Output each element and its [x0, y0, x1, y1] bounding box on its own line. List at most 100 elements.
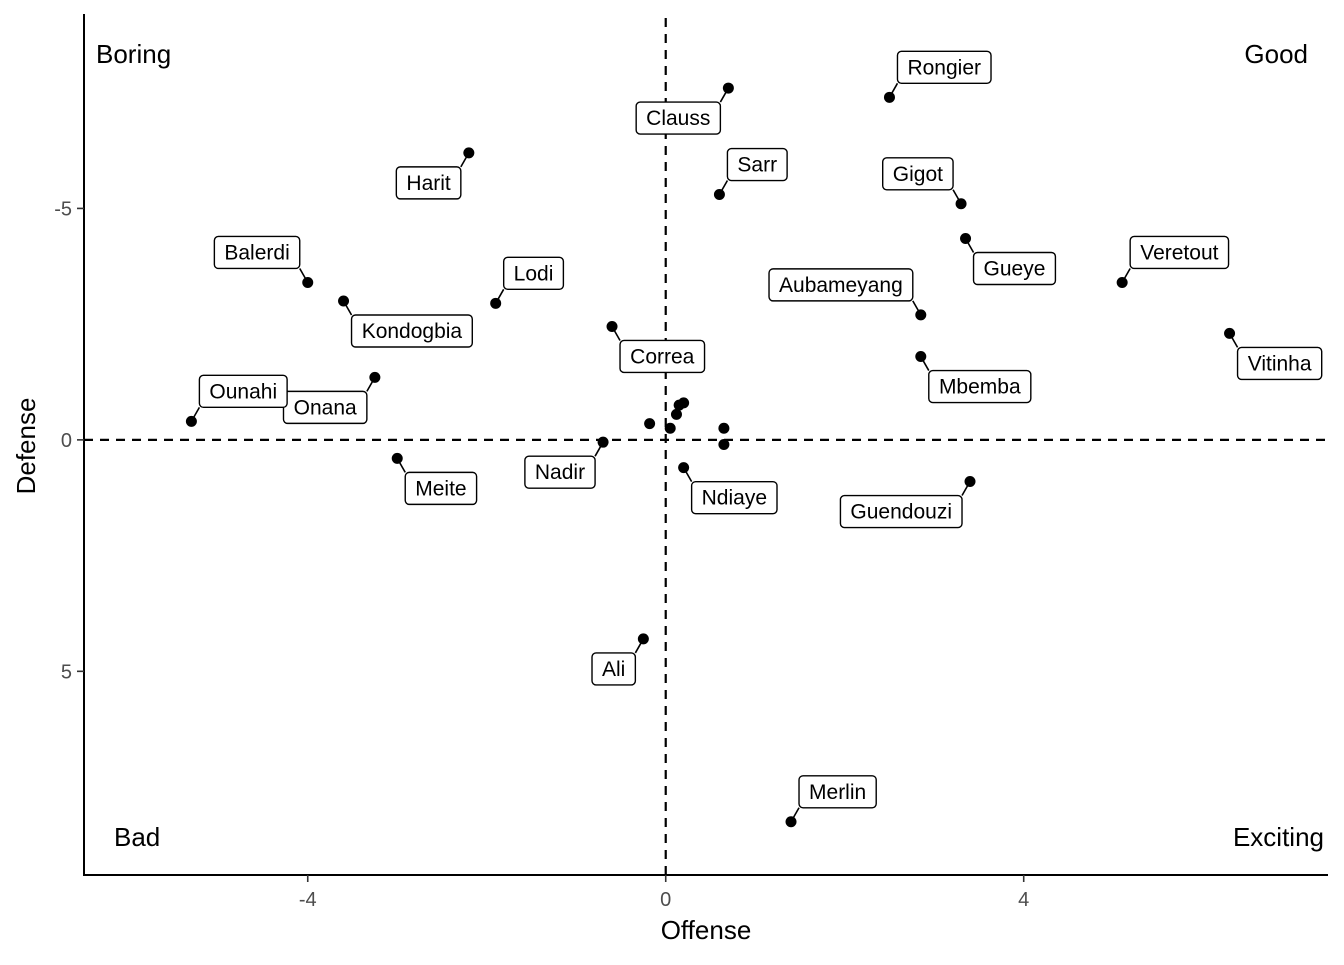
point-label-text: Merlin — [809, 781, 866, 804]
point-label-text: Ali — [602, 658, 625, 681]
point-label-text: Mbemba — [939, 376, 1021, 399]
point-label: Meite — [404, 471, 478, 506]
point-label-box — [768, 268, 914, 302]
point-label: Harit — [395, 166, 462, 200]
point-label-box — [896, 50, 992, 85]
point-label-text: Nadir — [535, 461, 585, 484]
x-tick-label: 4 — [1018, 889, 1029, 911]
label-connector — [611, 326, 621, 341]
point-label-text: Aubameyang — [779, 274, 903, 297]
label-connector — [964, 238, 975, 253]
point-label-text: Rongier — [907, 56, 981, 79]
label-connector — [494, 288, 505, 304]
label-connector — [718, 180, 729, 195]
point-label: Balerdi — [213, 235, 301, 270]
point-label-box — [635, 101, 722, 135]
point-label-box — [798, 775, 877, 809]
point-label-text: Veretout — [1140, 241, 1218, 264]
data-point — [718, 422, 730, 434]
point-label: Lodi — [502, 256, 565, 291]
data-point — [673, 399, 685, 411]
y-axis-title: Defense — [11, 398, 41, 495]
label-connector — [634, 638, 645, 654]
point-label-text: Guendouzi — [850, 501, 952, 524]
point-label-text: Gueye — [984, 258, 1046, 281]
point-label-box — [213, 235, 301, 270]
point-label-box — [928, 369, 1032, 404]
point-label: Veretout — [1129, 235, 1230, 270]
point-label-text: Vitinha — [1248, 352, 1312, 375]
label-connector — [190, 406, 201, 422]
data-point — [644, 418, 656, 430]
x-tick-label: -4 — [299, 889, 317, 911]
quadrant-label-top-left: Boring — [96, 39, 171, 69]
point-label: Clauss — [635, 101, 722, 135]
point-label-text: Onana — [294, 396, 357, 419]
point-label-text: Clauss — [646, 107, 710, 130]
label-connector — [396, 457, 406, 473]
point-label: Nadir — [524, 455, 596, 489]
quadrant-label-top-right: Good — [1244, 39, 1308, 69]
label-connector — [366, 376, 376, 392]
point-label-box — [690, 480, 778, 515]
point-label-text: Balerdi — [224, 241, 289, 264]
point-label-box — [839, 494, 963, 529]
label-connector — [790, 807, 800, 823]
quadrant-label-bottom-right: Exciting — [1233, 822, 1324, 852]
point-label: Mbemba — [928, 369, 1032, 404]
point-label-text: Harit — [406, 172, 451, 195]
point-label: Ali — [591, 652, 637, 686]
point-label: Merlin — [798, 775, 877, 809]
label-connector — [888, 82, 899, 98]
point-label-box — [350, 314, 473, 348]
label-connector — [342, 300, 353, 316]
point-label-text: Ounahi — [209, 380, 277, 403]
y-tick-label: -5 — [54, 198, 72, 220]
point-label: Rongier — [896, 50, 992, 85]
point-label-box — [395, 166, 462, 200]
point-label-box — [524, 455, 596, 489]
quadrant-label-bottom-left: Bad — [114, 822, 160, 852]
point-label-text: Gigot — [893, 163, 943, 186]
point-label: Gigot — [882, 157, 954, 191]
label-connector — [920, 356, 930, 371]
label-connector — [594, 441, 604, 457]
data-point — [718, 439, 730, 450]
point-label: Gueye — [972, 251, 1057, 286]
data-point — [664, 422, 676, 434]
label-connector — [961, 481, 971, 496]
point-label-box — [1236, 346, 1323, 381]
point-label-box — [726, 147, 788, 182]
point-label: Aubameyang — [768, 268, 914, 302]
point-label-text: Ndiaye — [702, 487, 767, 510]
point-label-text: Sarr — [737, 154, 777, 177]
point-label-box — [972, 251, 1057, 286]
point-label: Ndiaye — [690, 480, 778, 515]
reference-lines — [84, 18, 1328, 875]
point-label: Sarr — [726, 147, 788, 182]
data-point — [670, 408, 682, 420]
point-label-box — [404, 471, 478, 506]
point-label: Ounahi — [198, 374, 288, 409]
label-connector — [299, 268, 309, 283]
y-tick-label: 5 — [61, 661, 72, 683]
point-label-box — [1129, 235, 1230, 270]
point-label-text: Correa — [630, 345, 695, 368]
point-label-box — [882, 157, 954, 191]
point-label-text: Meite — [415, 477, 466, 500]
axes: -4 0 4 -5 0 5 — [54, 14, 1328, 911]
point-label-box — [619, 339, 706, 374]
x-axis-title: Offense — [661, 915, 752, 945]
x-tick-label: 0 — [660, 889, 671, 911]
point-label-box — [502, 256, 565, 291]
label-connector — [1121, 268, 1131, 283]
quadrant-labels: Boring Good Bad Exciting — [96, 39, 1324, 852]
label-connector — [1228, 333, 1239, 348]
label-connector — [460, 152, 470, 168]
point-label: Onana — [282, 390, 368, 425]
y-tick-label: 0 — [61, 430, 72, 452]
point-label: Correa — [619, 339, 706, 374]
